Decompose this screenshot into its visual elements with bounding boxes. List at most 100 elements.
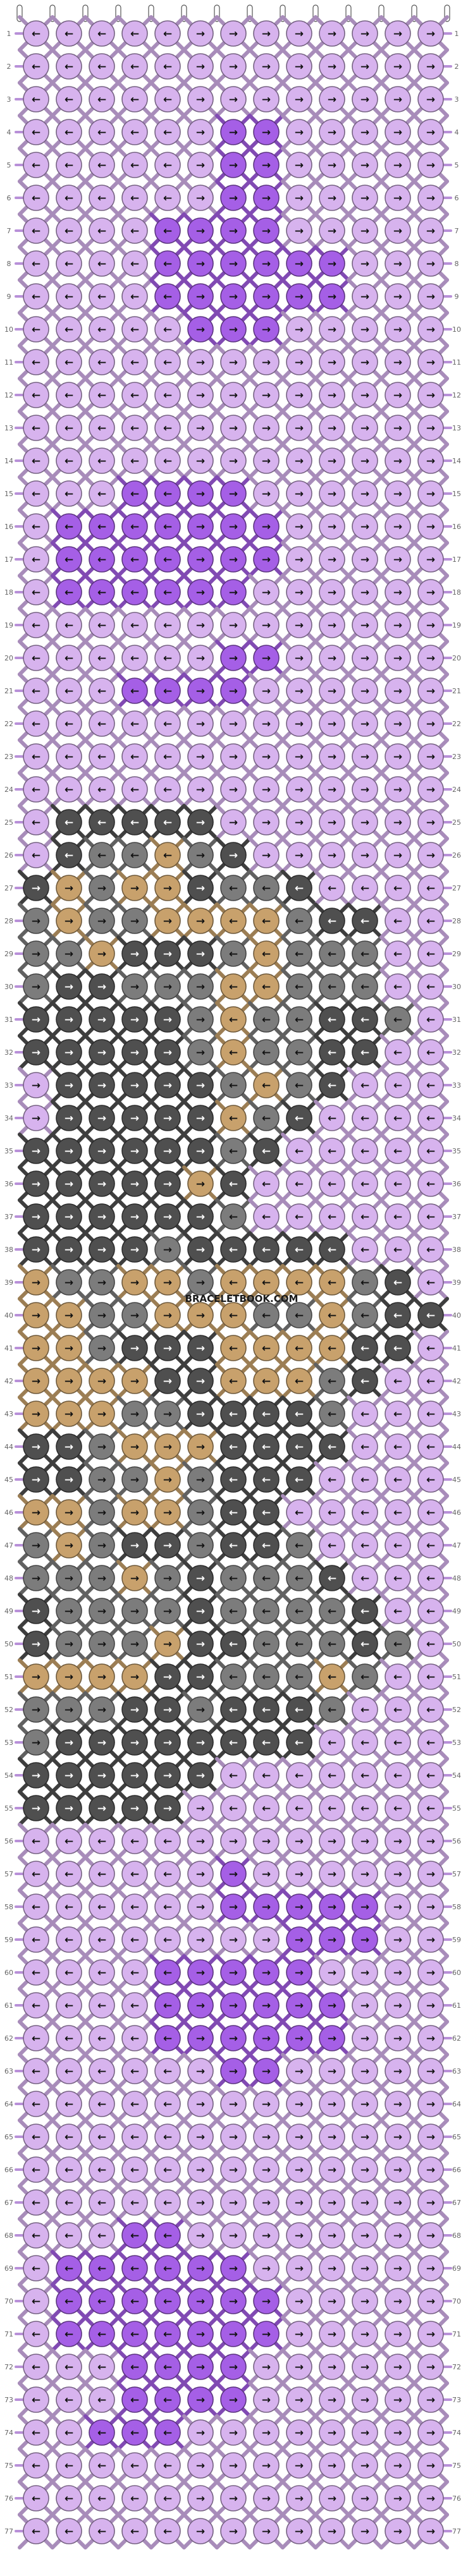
backward-knot-arrow-icon: ← xyxy=(130,61,139,73)
backward-knot-arrow-icon: ← xyxy=(32,455,40,468)
backward-knot-arrow-icon: ← xyxy=(32,28,40,40)
backward-knot-arrow-icon: ← xyxy=(32,784,40,796)
forward-knot-arrow-icon: → xyxy=(295,28,304,40)
forward-knot-arrow-icon: → xyxy=(262,751,271,763)
backward-knot-arrow-icon: ← xyxy=(328,882,336,895)
forward-knot-arrow-icon: → xyxy=(295,356,304,369)
backward-knot-arrow-icon: ← xyxy=(32,817,40,829)
forward-knot-arrow-icon: → xyxy=(262,28,271,40)
backward-knot-arrow-icon: ← xyxy=(32,356,40,369)
forward-knot-arrow-icon: → xyxy=(426,126,435,139)
backward-knot-arrow-icon: ← xyxy=(426,948,435,961)
backward-knot-arrow-icon: ← xyxy=(163,126,172,139)
backward-knot-arrow-icon: ← xyxy=(97,554,106,566)
forward-knot-arrow-icon: → xyxy=(426,586,435,599)
backward-knot-arrow-icon: ← xyxy=(262,981,271,993)
forward-knot-arrow-icon: → xyxy=(163,882,172,895)
forward-knot-arrow-icon: → xyxy=(130,1014,139,1026)
backward-knot-arrow-icon: ← xyxy=(32,324,40,336)
forward-knot-arrow-icon: → xyxy=(393,258,402,270)
forward-knot-arrow-icon: → xyxy=(196,258,205,270)
backward-knot-arrow-icon: ← xyxy=(163,324,172,336)
forward-knot-arrow-icon: → xyxy=(360,192,369,205)
forward-knot-arrow-icon: → xyxy=(229,94,238,106)
forward-knot-arrow-icon: → xyxy=(328,849,336,862)
forward-knot-arrow-icon: → xyxy=(426,225,435,238)
backward-knot-arrow-icon: ← xyxy=(163,849,172,862)
backward-knot-arrow-icon: ← xyxy=(65,784,73,796)
forward-knot-arrow-icon: → xyxy=(393,751,402,763)
forward-knot-arrow-icon: → xyxy=(360,455,369,468)
backward-knot-arrow-icon: ← xyxy=(97,718,106,731)
backward-knot-arrow-icon: ← xyxy=(393,882,402,895)
backward-knot-arrow-icon: ← xyxy=(65,554,73,566)
forward-knot-arrow-icon: → xyxy=(426,422,435,435)
forward-knot-arrow-icon: → xyxy=(393,652,402,665)
forward-knot-arrow-icon: → xyxy=(393,126,402,139)
backward-knot-arrow-icon: ← xyxy=(229,882,238,895)
forward-knot-arrow-icon: → xyxy=(328,159,336,172)
forward-knot-arrow-icon: → xyxy=(393,817,402,829)
backward-knot-arrow-icon: ← xyxy=(32,258,40,270)
forward-knot-arrow-icon: → xyxy=(360,619,369,632)
forward-knot-arrow-icon: → xyxy=(229,718,238,731)
forward-knot-arrow-icon: → xyxy=(262,554,271,566)
forward-knot-arrow-icon: → xyxy=(229,652,238,665)
backward-knot-arrow-icon: ← xyxy=(32,159,40,172)
forward-knot-arrow-icon: → xyxy=(130,948,139,961)
forward-knot-arrow-icon: → xyxy=(360,389,369,402)
forward-knot-arrow-icon: → xyxy=(295,521,304,533)
backward-knot-arrow-icon: ← xyxy=(97,619,106,632)
forward-knot-arrow-icon: → xyxy=(426,488,435,501)
forward-knot-arrow-icon: → xyxy=(262,389,271,402)
backward-knot-arrow-icon: ← xyxy=(130,685,139,698)
backward-knot-arrow-icon: ← xyxy=(295,948,304,961)
forward-knot-arrow-icon: → xyxy=(393,455,402,468)
forward-knot-arrow-icon: → xyxy=(262,521,271,533)
forward-knot-arrow-icon: → xyxy=(426,718,435,731)
backward-knot-arrow-icon: ← xyxy=(163,685,172,698)
backward-knot-arrow-icon: ← xyxy=(65,94,73,106)
forward-knot-arrow-icon: → xyxy=(262,126,271,139)
forward-knot-arrow-icon: → xyxy=(262,94,271,106)
backward-knot-arrow-icon: ← xyxy=(65,356,73,369)
forward-knot-arrow-icon: → xyxy=(163,981,172,993)
forward-knot-arrow-icon: → xyxy=(328,126,336,139)
forward-knot-arrow-icon: → xyxy=(65,1014,73,1026)
forward-knot-arrow-icon: → xyxy=(426,28,435,40)
forward-knot-arrow-icon: → xyxy=(393,324,402,336)
backward-knot-arrow-icon: ← xyxy=(130,521,139,533)
forward-knot-arrow-icon: → xyxy=(229,784,238,796)
forward-knot-arrow-icon: → xyxy=(393,718,402,731)
backward-knot-arrow-icon: ← xyxy=(32,521,40,533)
forward-knot-arrow-icon: → xyxy=(360,554,369,566)
backward-knot-arrow-icon: ← xyxy=(32,192,40,205)
backward-knot-arrow-icon: ← xyxy=(32,488,40,501)
forward-knot-arrow-icon: → xyxy=(196,488,205,501)
forward-knot-arrow-icon: → xyxy=(229,685,238,698)
backward-knot-arrow-icon: ← xyxy=(130,225,139,238)
forward-knot-arrow-icon: → xyxy=(360,521,369,533)
forward-knot-arrow-icon: → xyxy=(97,915,106,928)
forward-knot-arrow-icon: → xyxy=(196,356,205,369)
forward-knot-arrow-icon: → xyxy=(295,817,304,829)
backward-knot-arrow-icon: ← xyxy=(130,126,139,139)
backward-knot-arrow-icon: ← xyxy=(97,389,106,402)
forward-knot-arrow-icon: → xyxy=(32,981,40,993)
forward-knot-arrow-icon: → xyxy=(393,619,402,632)
backward-knot-arrow-icon: ← xyxy=(97,28,106,40)
backward-knot-arrow-icon: ← xyxy=(262,882,271,895)
backward-knot-arrow-icon: ← xyxy=(163,28,172,40)
backward-knot-arrow-icon: ← xyxy=(32,849,40,862)
forward-knot-arrow-icon: → xyxy=(360,61,369,73)
backward-knot-arrow-icon: ← xyxy=(163,619,172,632)
backward-knot-arrow-icon: ← xyxy=(426,981,435,993)
forward-knot-arrow-icon: → xyxy=(295,488,304,501)
backward-knot-arrow-icon: ← xyxy=(163,422,172,435)
forward-knot-arrow-icon: → xyxy=(163,915,172,928)
forward-knot-arrow-icon: → xyxy=(262,488,271,501)
forward-knot-arrow-icon: → xyxy=(130,915,139,928)
forward-knot-arrow-icon: → xyxy=(196,718,205,731)
backward-knot-arrow-icon: ← xyxy=(32,94,40,106)
